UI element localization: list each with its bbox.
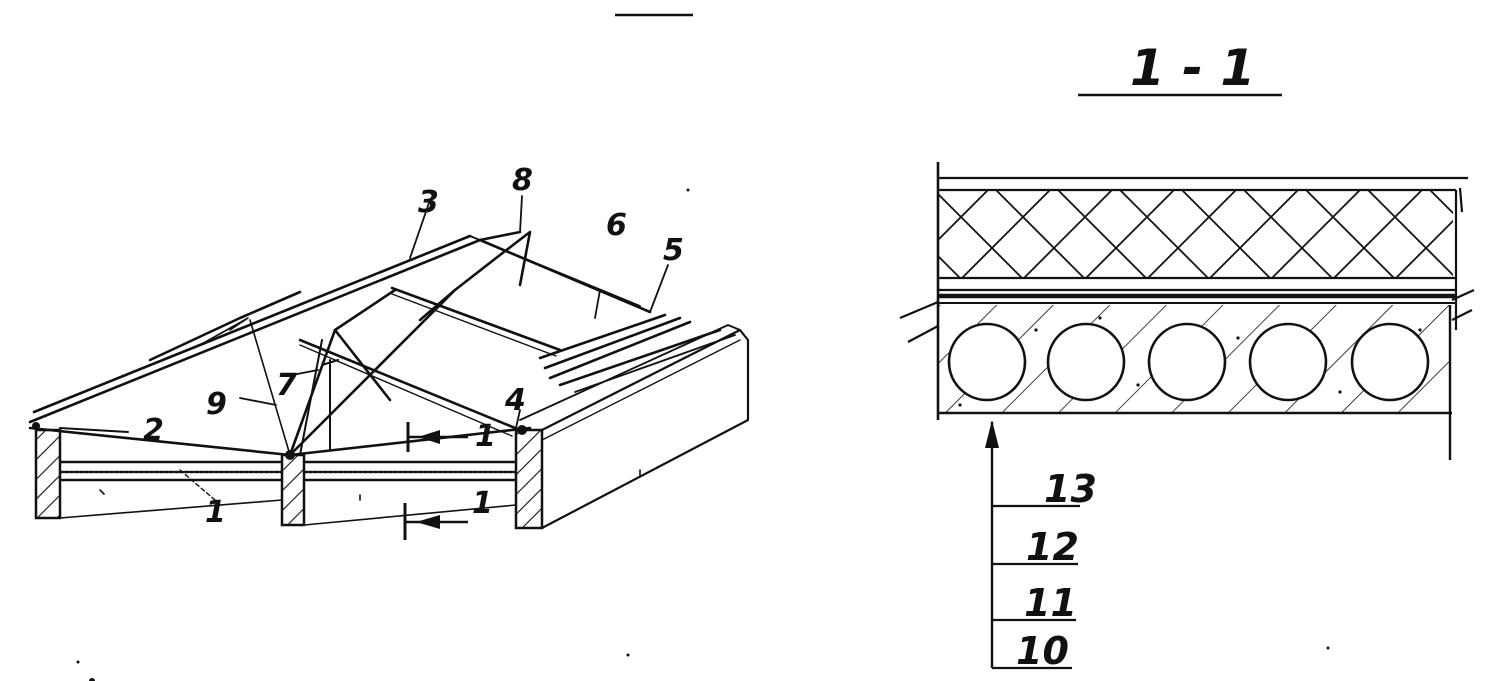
roof-truss <box>28 195 736 501</box>
section-mark-upper: 1 <box>475 419 496 454</box>
callout-3: 3 <box>418 185 439 220</box>
section-cut-marker-upper <box>406 422 468 452</box>
roof-isometric-drawing: 2 3 8 6 5 7 9 4 1 1 1 <box>28 163 750 540</box>
callout-9: 9 <box>206 387 227 422</box>
callout-5: 5 <box>663 233 684 268</box>
slab-voids <box>947 322 1430 402</box>
truss-nodes <box>32 422 527 460</box>
section-title: 1 - 1 <box>1130 39 1255 97</box>
layer-label-12: 12 <box>1026 525 1079 569</box>
layer-label-13: 13 <box>1044 467 1097 511</box>
callout-1: 1 <box>205 495 226 530</box>
aggregate-dots <box>958 316 1422 407</box>
layer-leader: 13 12 11 10 <box>985 420 1097 673</box>
screed-layer <box>899 288 1475 343</box>
section-1-1-drawing: 1 - 1 <box>899 39 1475 673</box>
callout-8: 8 <box>512 163 533 198</box>
floor-slab <box>58 324 750 530</box>
callout-2: 2 <box>143 413 164 448</box>
stray-specks <box>76 188 1330 681</box>
layer-label-10: 10 <box>1016 629 1069 673</box>
callout-6: 6 <box>606 208 627 243</box>
callout-7: 7 <box>276 368 297 403</box>
hollow-core-slab <box>938 305 1452 460</box>
section-cut-marker-lower <box>403 503 468 540</box>
callout-4: 4 <box>504 383 526 418</box>
section-mark-lower: 1 <box>472 486 493 521</box>
layer-label-11: 11 <box>1024 581 1077 625</box>
